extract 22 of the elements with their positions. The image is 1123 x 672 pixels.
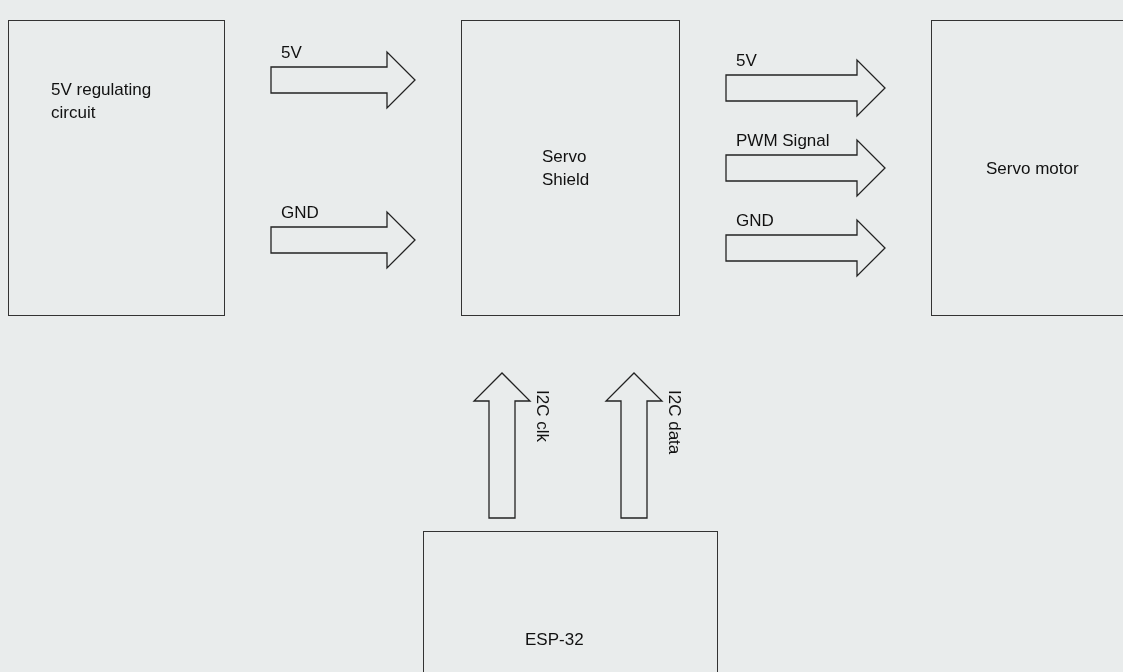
block-arrow [472,372,532,519]
block-arrow [725,58,886,118]
block-box [423,531,718,672]
block-arrow [725,218,886,278]
block-label: ESP-32 [525,629,584,651]
signal-label: 5V [281,43,302,64]
block-arrow [270,50,416,110]
block-box [931,20,1123,316]
block-arrow [270,210,416,270]
signal-label: GND [281,203,319,224]
signal-label: I2C data [664,390,685,455]
block-box [461,20,680,316]
block-label: 5V regulating circuit [51,79,153,124]
block-arrow [604,372,664,519]
signal-label: PWM Signal [736,131,830,152]
signal-label: 5V [736,51,757,72]
signal-label: I2C clk [532,390,553,442]
block-arrow [725,138,886,198]
block-label: Servo motor [986,158,1079,180]
block-label: Servo Shield [542,146,591,191]
signal-label: GND [736,211,774,232]
block-box [8,20,225,316]
